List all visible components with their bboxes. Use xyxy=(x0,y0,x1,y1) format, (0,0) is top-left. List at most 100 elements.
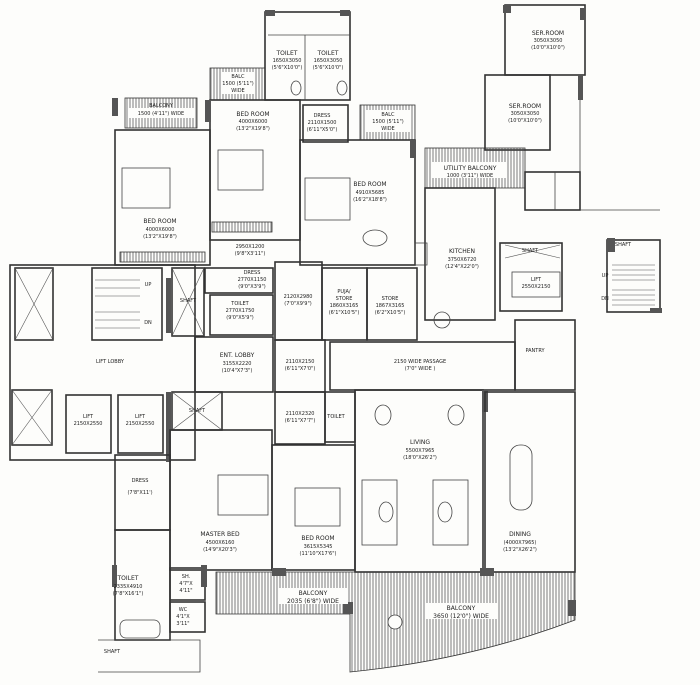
room-imperial: (13'2"X19'8") xyxy=(143,234,177,240)
small-rooms: 2110X2320 (6'11"X7'7") TOILET xyxy=(274,391,356,445)
room-imperial: (11'10"X17'6") xyxy=(300,551,337,557)
room-label: SHAFT xyxy=(615,242,632,248)
room-size: 2770X1150 xyxy=(238,277,267,283)
room-size: 4'7"X xyxy=(179,581,193,587)
room-label: BALCONY xyxy=(447,605,476,612)
lift-lobby-core: UP DN SHAFT LIFT LOBBY LIFT 2150X2550 LI… xyxy=(9,264,223,462)
room-label: SH. xyxy=(182,574,191,580)
room-size: 3155X2220 xyxy=(223,361,252,367)
room-label: LIFT xyxy=(531,277,542,283)
entrance-lobby: ENT. LOBBY 3155X2220 (10'4"X7'3") xyxy=(194,336,274,393)
master-bedroom: MASTER BED 4500X6160 (14'9"X20'3") xyxy=(169,429,273,571)
room-imperial: (7'8"X16'1") xyxy=(113,591,144,597)
bedroom-bottom: BED ROOM 3615X5345 (11'10"X17'6") xyxy=(271,444,356,571)
room-imperial: (6'2"X10'5") xyxy=(375,310,406,316)
room-imperial: (13'2"X26'2") xyxy=(503,547,537,553)
room-size: 2335X4910 xyxy=(114,584,143,590)
room-size: 3650 (12'0") WIDE xyxy=(433,613,489,620)
room-imperial: (6'1"X10'5") xyxy=(329,310,360,316)
passage: 2110X2150 (6'11"X7'0") 2150 WIDE PASSAGE… xyxy=(274,319,576,393)
room-size: 3750X6720 xyxy=(448,257,477,263)
room-label: TOILET xyxy=(276,50,298,57)
room-label: BED ROOM xyxy=(236,111,269,118)
stair-up-label: UP xyxy=(145,282,152,288)
room-imperial: (13'2"X19'8") xyxy=(236,126,270,132)
room-size: 1650X3050 xyxy=(314,58,343,64)
room-imperial: (7'8"X11') xyxy=(127,490,152,496)
room-imperial: (6'11"X7'7") xyxy=(285,418,316,424)
room-imperial: 3'11" xyxy=(176,621,189,627)
room-imperial: 4'11" xyxy=(179,588,192,594)
room-label: TOILET xyxy=(117,575,139,582)
room-imperial: (7'0"X9'9") xyxy=(284,301,311,307)
stair-down-label: DN xyxy=(144,320,152,326)
room-imperial: (6'11"X5'0") xyxy=(307,127,338,133)
stair-up-label: UP xyxy=(602,273,609,279)
room-size: 5500X7965 xyxy=(406,448,435,454)
room-label: 2150 WIDE PASSAGE xyxy=(394,359,446,365)
room-label: BED ROOM xyxy=(301,535,334,542)
room-imperial: (6'11"X7'0") xyxy=(285,366,316,372)
room-size: 2110X2320 xyxy=(286,411,315,417)
dining-room: DINING (4000X7965) (13'2"X26'2") xyxy=(484,391,576,573)
balcony-right: BALC 1500 (5'11") WIDE xyxy=(359,104,416,141)
utility-balcony: UTILITY BALCONY 1000 (3'11") WIDE xyxy=(424,147,660,211)
balcony-left: BALCONY 1500 (4'11") WIDE xyxy=(124,97,198,129)
room-size: 4500X6160 xyxy=(206,540,235,546)
room-label: SHAFT xyxy=(104,649,121,655)
room-size: WIDE xyxy=(231,88,244,94)
room-imperial: (10'4"X7'3") xyxy=(222,368,253,374)
room-imperial: (12'4"X22'0") xyxy=(445,264,479,270)
bedroom-left: BED ROOM 4000X6000 (13'2"X19'8") xyxy=(112,98,211,266)
room-size: 4000X6000 xyxy=(146,227,175,233)
room-label: LIFT xyxy=(83,414,94,420)
room-imperial: (9'0"X3'9") xyxy=(238,284,265,290)
room-label: SER.ROOM xyxy=(509,103,541,110)
room-label: BALCONY xyxy=(299,590,328,597)
room-size: 1500 (4'11") WIDE xyxy=(138,111,184,117)
room-size: 1650X3050 xyxy=(273,58,302,64)
room-size: 2150X2550 xyxy=(126,421,155,427)
room-label: LIVING xyxy=(410,439,430,446)
room-imperial: (7'0" WIDE ) xyxy=(405,366,436,372)
room-label: DRESS xyxy=(132,478,149,484)
room-label: KITCHEN xyxy=(449,248,475,255)
room-label: TOILET xyxy=(326,414,345,420)
kitchen: KITCHEN 3750X6720 (12'4"X22'0") xyxy=(414,187,496,329)
room-imperial: (16'2"X18'8") xyxy=(353,197,387,203)
room-label: PUJA/ xyxy=(337,289,350,295)
room-label: DRESS xyxy=(314,113,331,119)
room-size: 1000 (3'11") WIDE xyxy=(447,173,493,179)
room-size: 1500 (5'11") xyxy=(372,119,403,125)
room-size: 3615X5345 xyxy=(304,544,333,550)
room-size: 4000X6000 xyxy=(239,119,268,125)
room-label: ENT. LOBBY xyxy=(220,352,255,359)
room-label: BED ROOM xyxy=(143,218,176,225)
room-label: DRESS xyxy=(244,270,261,276)
room-size: 4'1"X xyxy=(176,614,190,620)
room-imperial: (14'9"X20'3") xyxy=(203,547,237,553)
room-size: WIDE xyxy=(381,126,394,132)
room-label: BALC xyxy=(231,74,245,80)
balcony-bottom: BALCONY 2035 (6'8") WIDE BALCONY 3650 (1… xyxy=(215,568,576,673)
room-size: (4000X7965) xyxy=(504,540,537,546)
room-label: SHAFT xyxy=(522,248,539,254)
store-rooms: 2120X2980 (7'0"X9'9") PUJA/ STORE 1860X3… xyxy=(274,261,418,341)
living-room: LIVING 5500X7965 (18'0"X26'2") xyxy=(354,389,488,573)
room-imperial: (5'6"X10'0") xyxy=(313,65,344,71)
room-label: LIFT xyxy=(135,414,146,420)
room-imperial: (9'8"X3'11") xyxy=(235,251,266,257)
room-size: 2035 (6'8") WIDE xyxy=(287,598,339,605)
room-label: STORE xyxy=(382,296,399,302)
bedroom-middle: BED ROOM 4000X6000 (13'2"X19'8") 2950X12… xyxy=(205,99,301,257)
room-label: LIFT LOBBY xyxy=(96,359,125,365)
room-size: 1500 (5'11") xyxy=(222,81,253,87)
room-label: SHAFT xyxy=(180,298,197,304)
toilets-block: TOILET 1650X3050 (5'6"X10'0") TOILET 165… xyxy=(264,10,351,101)
lift-core-right: SHAFT LIFT 2550X2150 SHAFT UP DN xyxy=(499,238,662,313)
room-label: PANTRY xyxy=(525,348,545,354)
room-imperial: (5'6"X10'0") xyxy=(272,65,303,71)
room-label: DINING xyxy=(509,531,531,538)
room-imperial: (9'0"X5'9") xyxy=(226,315,253,321)
